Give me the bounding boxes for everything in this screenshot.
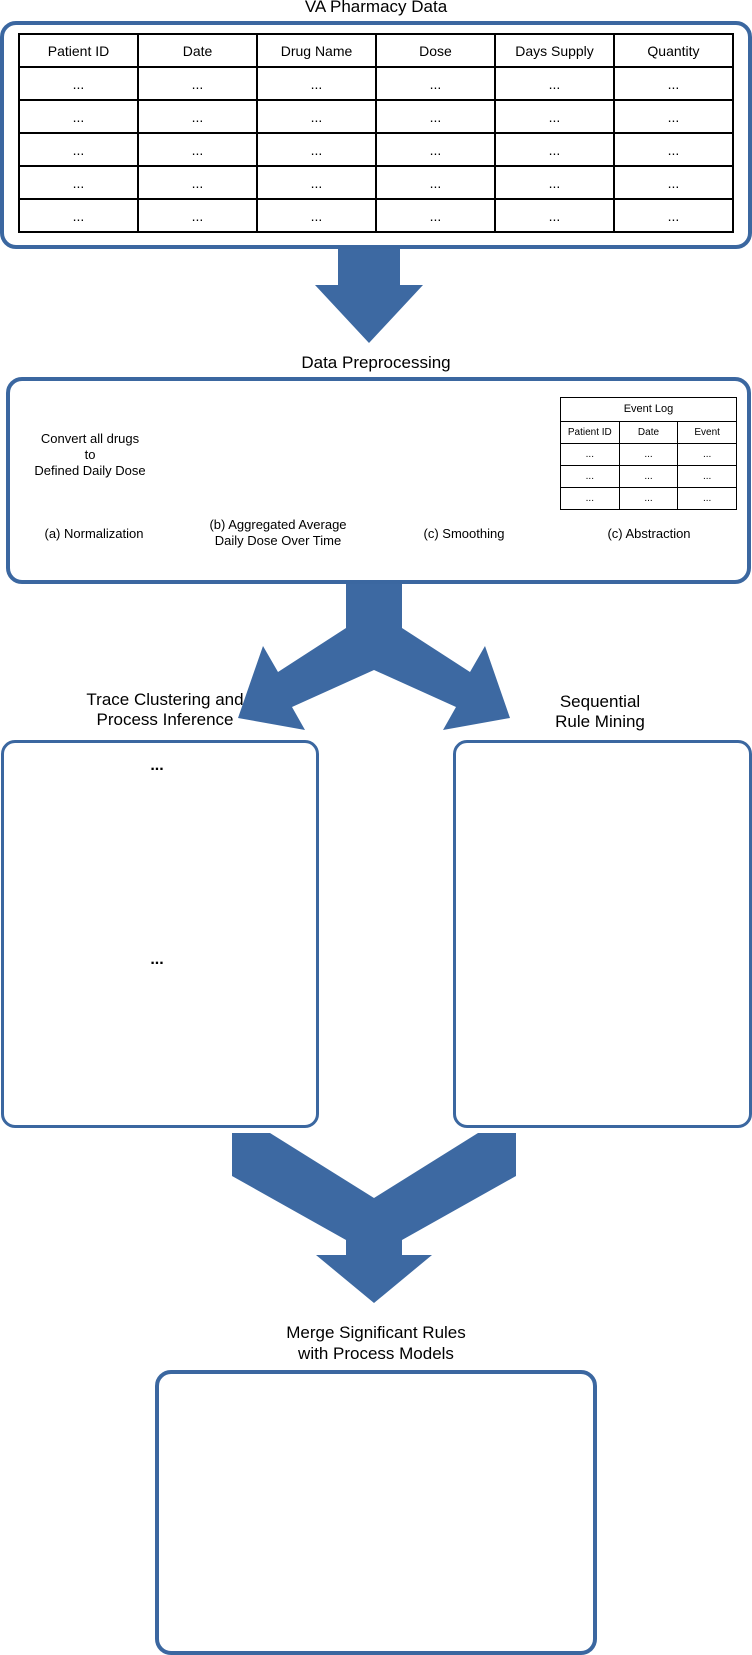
- label-normalization: (a) Normalization: [44, 526, 144, 541]
- event-log-title: Event Log: [560, 397, 737, 422]
- table-cell: ...: [618, 486, 679, 511]
- ellipsis-label: ...: [150, 951, 164, 968]
- column-header: Dose: [375, 33, 496, 68]
- merge-panel: [155, 1370, 597, 1655]
- table-cell: ...: [494, 198, 615, 233]
- rules-title: Sequential Rule Mining: [555, 692, 645, 731]
- clustering-title: Trace Clustering and Process Inference: [86, 690, 244, 729]
- table-cell: ...: [137, 132, 258, 167]
- column-header: Date: [137, 33, 258, 68]
- table-cell: ...: [18, 66, 139, 101]
- column-header: Days Supply: [494, 33, 615, 68]
- table-cell: ...: [494, 132, 615, 167]
- table-cell: ...: [256, 66, 377, 101]
- table-row: ... ... ... ... ... ...: [18, 165, 734, 200]
- table-cell: ...: [137, 198, 258, 233]
- flow-arrow-split: [238, 582, 510, 730]
- table-cell: ...: [618, 442, 679, 466]
- table-cell: ...: [494, 99, 615, 134]
- table-cell: ...: [375, 66, 496, 101]
- label-smoothing: (c) Smoothing: [423, 526, 505, 541]
- table-cell: ...: [256, 99, 377, 134]
- merge-title: Merge Significant Rules with Process Mod…: [286, 1323, 466, 1363]
- table-cell: ...: [375, 132, 496, 167]
- table-cell: ...: [494, 66, 615, 101]
- table-cell: ...: [256, 165, 377, 200]
- table-cell: ...: [18, 165, 139, 200]
- label-aggregated: (b) Aggregated Average Daily Dose Over T…: [209, 517, 347, 548]
- table-header-row: Patient ID Date Drug Name Dose Days Supp…: [18, 33, 734, 68]
- flow-arrow-down-1: [315, 247, 423, 343]
- table-cell: ...: [375, 198, 496, 233]
- table-cell: ...: [560, 464, 620, 488]
- column-header: Date: [618, 420, 679, 444]
- pharmacy-table: Patient ID Date Drug Name Dose Days Supp…: [18, 33, 734, 233]
- event-log-table: Event Log Patient ID Date Event ... ... …: [560, 397, 737, 511]
- table-cell: ...: [137, 165, 258, 200]
- table-row: ... ... ...: [560, 464, 737, 488]
- table-cell: ...: [375, 165, 496, 200]
- table-row: ... ... ... ... ... ...: [18, 198, 734, 233]
- pharmacy-title: VA Pharmacy Data: [304, 0, 448, 16]
- flow-arrow-merge: [232, 1133, 516, 1303]
- normalization-text: Convert all drugs to Defined Daily Dose: [34, 431, 146, 478]
- table-cell: ...: [677, 442, 737, 466]
- table-cell: ...: [560, 486, 620, 511]
- table-cell: ...: [375, 99, 496, 134]
- column-header: Drug Name: [256, 33, 377, 68]
- table-cell: ...: [18, 99, 139, 134]
- table-cell: ...: [613, 99, 734, 134]
- table-row: ... ... ... ... ... ...: [18, 99, 734, 134]
- table-cell: ...: [256, 132, 377, 167]
- preprocessing-title: Data Preprocessing: [301, 353, 451, 372]
- table-cell: ...: [18, 198, 139, 233]
- table-row: ... ... ... ... ... ...: [18, 132, 734, 167]
- ellipsis-label: ...: [150, 757, 164, 774]
- table-cell: ...: [494, 165, 615, 200]
- table-cell: ...: [18, 132, 139, 167]
- clustering-panel: [1, 740, 319, 1128]
- table-cell: ...: [618, 464, 679, 488]
- table-cell: ...: [677, 464, 737, 488]
- table-row: ... ... ...: [560, 486, 737, 511]
- column-header: Quantity: [613, 33, 734, 68]
- table-cell: ...: [137, 66, 258, 101]
- column-header: Event: [677, 420, 737, 444]
- table-cell: ...: [677, 486, 737, 511]
- column-header: Patient ID: [560, 420, 620, 444]
- table-cell: ...: [560, 442, 620, 466]
- table-cell: ...: [137, 99, 258, 134]
- table-row: ... ... ... ... ... ...: [18, 66, 734, 101]
- table-cell: ...: [613, 198, 734, 233]
- label-abstraction: (c) Abstraction: [607, 526, 691, 541]
- table-header-row: Patient ID Date Event: [560, 420, 737, 444]
- table-row: ... ... ...: [560, 442, 737, 466]
- column-header: Patient ID: [18, 33, 139, 68]
- table-cell: ...: [613, 132, 734, 167]
- table-cell: ...: [613, 165, 734, 200]
- table-cell: ...: [613, 66, 734, 101]
- table-cell: ...: [256, 198, 377, 233]
- rules-panel: [453, 740, 752, 1128]
